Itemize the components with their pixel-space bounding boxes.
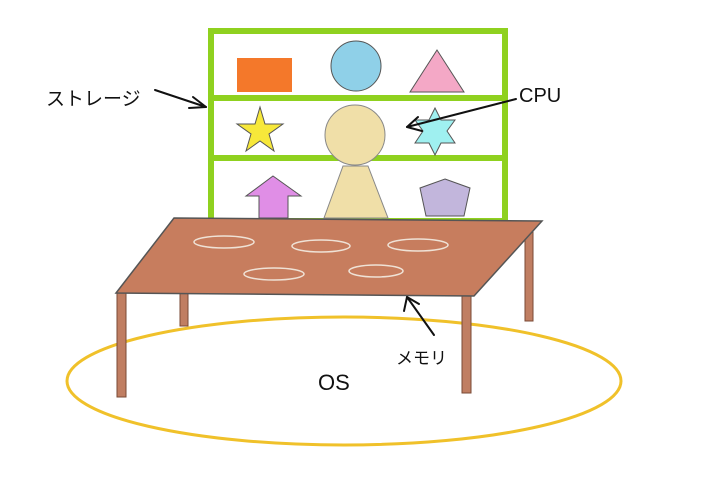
memory-arrow — [406, 296, 435, 336]
lavender-pentagon — [419, 178, 471, 217]
person-head — [324, 104, 386, 166]
orange-rectangle — [237, 58, 292, 92]
yellow-star — [235, 105, 285, 153]
cpu-arrowhead — [406, 116, 423, 132]
memory-arrowhead — [403, 296, 420, 312]
purple-up-arrow-shape — [244, 175, 303, 219]
storage-arrowhead — [188, 96, 207, 109]
storage-arrow — [154, 89, 207, 108]
blue-circle — [330, 40, 382, 92]
person-body — [323, 165, 389, 219]
os-ellipse — [65, 315, 623, 447]
cpu-label: CPU — [519, 85, 562, 107]
table-slots — [193, 235, 449, 281]
memory-table-top — [114, 217, 544, 297]
os-label: OS — [318, 370, 350, 395]
pink-triangle — [409, 49, 465, 93]
cpu-arrow — [406, 98, 517, 128]
pointer-arrows — [154, 89, 517, 336]
storage-label: ストレージ — [46, 88, 141, 110]
memory-label: メモリ — [396, 349, 447, 369]
